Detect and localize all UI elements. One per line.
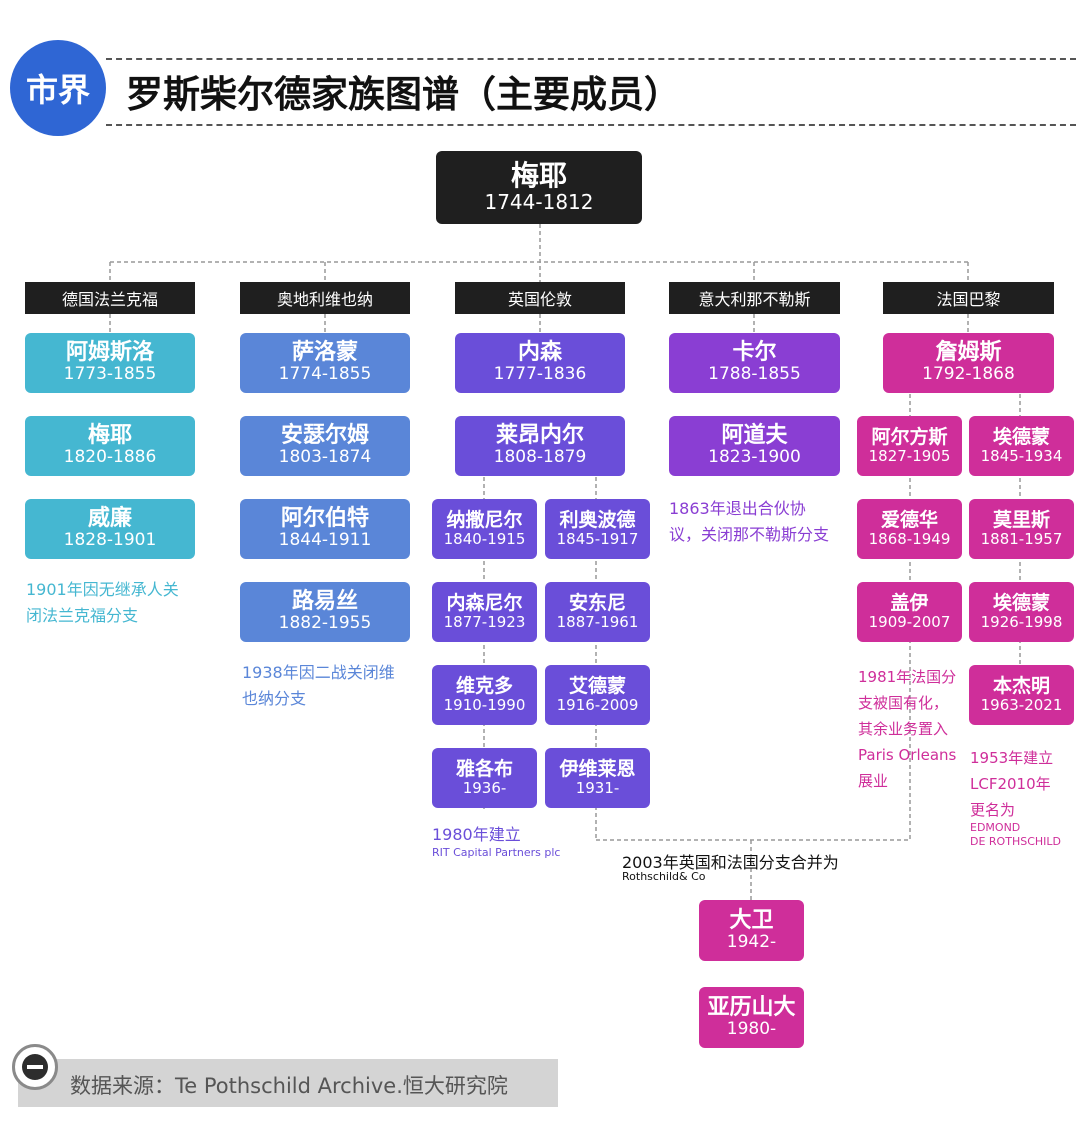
member-node: 詹姆斯 1792-1868 xyxy=(883,333,1054,393)
member-node: 大卫 1942- xyxy=(699,900,804,961)
member-node: 伊维莱恩 1931- xyxy=(545,748,650,808)
member-node: 雅各布 1936- xyxy=(432,748,537,808)
member-node: 莱昂内尔 1808-1879 xyxy=(455,416,625,476)
frankfurt-note: 1901年因无继承人关 闭法兰克福分支 xyxy=(26,580,179,625)
city-paris: 法国巴黎 xyxy=(883,282,1054,314)
member-node: 纳撒尼尔 1840-1915 xyxy=(432,499,537,559)
member-node: 卡尔 1788-1855 xyxy=(669,333,840,393)
city-london: 英国伦敦 xyxy=(455,282,625,314)
member-node: 萨洛蒙 1774-1855 xyxy=(240,333,410,393)
paris-note-left: 1981年法国分 支被国有化， 其余业务置入 Paris Orleans 展业 xyxy=(858,668,957,790)
merger-note-small: Rothschild& Co xyxy=(622,870,706,883)
member-node: 爱德华 1868-1949 xyxy=(857,499,962,559)
london-note: 1980年建立 xyxy=(432,825,521,844)
root-node: 梅耶 1744-1812 xyxy=(436,151,642,224)
source-icon xyxy=(12,1044,58,1090)
member-node: 阿尔方斯 1827-1905 xyxy=(857,416,962,476)
paris-note-right: 1953年建立 LCF2010年 更名为 xyxy=(970,749,1054,819)
member-node: 本杰明 1963-2021 xyxy=(969,665,1074,725)
member-node: 盖伊 1909-2007 xyxy=(857,582,962,642)
member-node: 艾德蒙 1916-2009 xyxy=(545,665,650,725)
source-text: 数据来源：Te Pothschild Archive.恒大研究院 xyxy=(70,1074,508,1098)
member-node: 阿尔伯特 1844-1911 xyxy=(240,499,410,559)
page-title: 罗斯柴尔德家族图谱（主要成员） xyxy=(126,73,681,116)
city-vienna: 奥地利维也纳 xyxy=(240,282,410,314)
city-naples: 意大利那不勒斯 xyxy=(669,282,840,314)
naples-note: 1863年退出合伙协 议，关闭那不勒斯分支 xyxy=(669,499,830,544)
member-node: 埃德蒙 1845-1934 xyxy=(969,416,1074,476)
member-node: 亚历山大 1980- xyxy=(699,987,804,1048)
member-node: 安东尼 1887-1961 xyxy=(545,582,650,642)
vienna-note: 1938年因二战关闭维 也纳分支 xyxy=(242,663,395,708)
paris-note-right-small: EDMOND DE ROTHSCHILD xyxy=(970,821,1061,848)
header-divider-top xyxy=(106,58,1076,60)
merger-note: 2003年英国和法国分支合并为 xyxy=(622,853,839,872)
member-node: 内森 1777-1836 xyxy=(455,333,625,393)
member-node: 内森尼尔 1877-1923 xyxy=(432,582,537,642)
member-node: 埃德蒙 1926-1998 xyxy=(969,582,1074,642)
member-node: 莫里斯 1881-1957 xyxy=(969,499,1074,559)
member-node: 阿姆斯洛 1773-1855 xyxy=(25,333,195,393)
member-node: 安瑟尔姆 1803-1874 xyxy=(240,416,410,476)
member-node: 路易丝 1882-1955 xyxy=(240,582,410,642)
member-node: 梅耶 1820-1886 xyxy=(25,416,195,476)
shijie-logo: 市界 xyxy=(10,40,106,136)
city-frankfurt: 德国法兰克福 xyxy=(25,282,195,314)
header-divider-bottom xyxy=(106,124,1076,126)
member-node: 维克多 1910-1990 xyxy=(432,665,537,725)
member-node: 威廉 1828-1901 xyxy=(25,499,195,559)
member-node: 利奥波德 1845-1917 xyxy=(545,499,650,559)
root-years: 1744-1812 xyxy=(484,190,594,215)
root-name: 梅耶 xyxy=(510,158,567,192)
member-node: 阿道夫 1823-1900 xyxy=(669,416,840,476)
london-note-small: RIT Capital Partners plc xyxy=(432,846,561,859)
source-bar xyxy=(18,1059,558,1107)
